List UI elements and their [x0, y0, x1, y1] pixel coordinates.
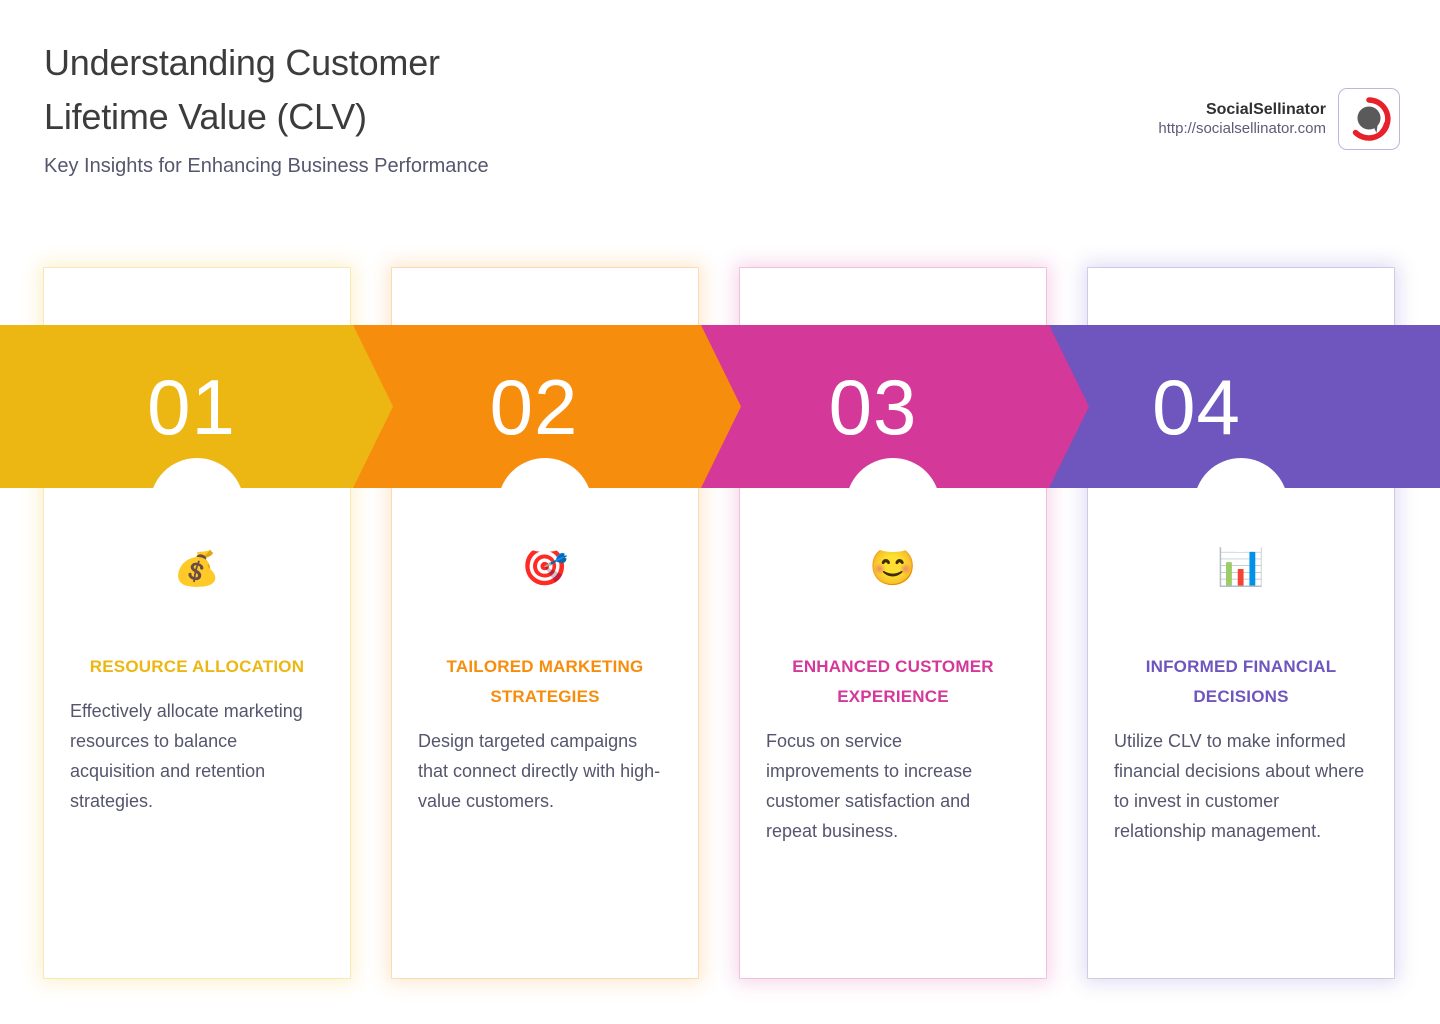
- notch-circle-3: [846, 458, 940, 552]
- brand-text: SocialSellinator http://socialsellinator…: [1158, 100, 1326, 139]
- brand-logo: [1338, 88, 1400, 150]
- step-card-4-content: 📊 INFORMED FINANCIAL DECISIONS Utilize C…: [1088, 548, 1394, 846]
- step-card-1-heading: RESOURCE ALLOCATION: [89, 657, 305, 676]
- step-card-2-content: 🎯 TAILORED MARKETING STRATEGIES Design t…: [392, 548, 698, 816]
- brand-name: SocialSellinator: [1205, 100, 1326, 118]
- step-card-3-description: Focus on service improvements to increas…: [766, 731, 973, 841]
- step-card-2-heading: TAILORED MARKETING STRATEGIES: [446, 657, 644, 706]
- page-subtitle: Key Insights for Enhancing Business Perf…: [44, 155, 489, 177]
- step-card-4[interactable]: 📊 INFORMED FINANCIAL DECISIONS Utilize C…: [1088, 268, 1394, 978]
- notch-circle-1: [150, 458, 244, 552]
- step-card-4-description: Utilize CLV to make informed financial d…: [1114, 731, 1365, 841]
- notch-circle-2: [498, 458, 592, 552]
- step-card-1-content: 💰 RESOURCE ALLOCATION Effectively alloca…: [44, 548, 350, 816]
- money-bag-emoji: 💰: [173, 546, 221, 588]
- bar-chart-emoji: 📊: [1217, 546, 1265, 588]
- page-title-line-1: Understanding Customer: [44, 42, 440, 83]
- step-card-2-description: Design targeted campaigns that connect d…: [418, 731, 661, 811]
- brand-url[interactable]: http://socialsellinator.com: [1158, 119, 1326, 137]
- step-card-4-heading: INFORMED FINANCIAL DECISIONS: [1145, 657, 1337, 706]
- smiling-face-emoji: 😊: [869, 546, 917, 588]
- step-card-1-description: Effectively allocate marketing resources…: [70, 701, 303, 811]
- notch-circle-4: [1194, 458, 1288, 552]
- step-card-3-content: 😊 ENHANCED CUSTOMER EXPERIENCE Focus on …: [740, 548, 1046, 846]
- step-card-2[interactable]: 🎯 TAILORED MARKETING STRATEGIES Design t…: [392, 268, 698, 978]
- speech-bubble-ring-logo-icon: [1352, 97, 1391, 141]
- step-card-3[interactable]: 😊 ENHANCED CUSTOMER EXPERIENCE Focus on …: [740, 268, 1046, 978]
- page-title: Understanding Customer Lifetime Value (C…: [44, 36, 744, 144]
- page-title-line-2: Lifetime Value (CLV): [44, 96, 367, 137]
- step-card-1[interactable]: 💰 RESOURCE ALLOCATION Effectively alloca…: [44, 268, 350, 978]
- direct-hit-target-emoji: 🎯: [521, 546, 569, 588]
- brand-block: SocialSellinator http://socialsellinator…: [1158, 88, 1400, 150]
- step-card-3-heading: ENHANCED CUSTOMER EXPERIENCE: [792, 657, 994, 706]
